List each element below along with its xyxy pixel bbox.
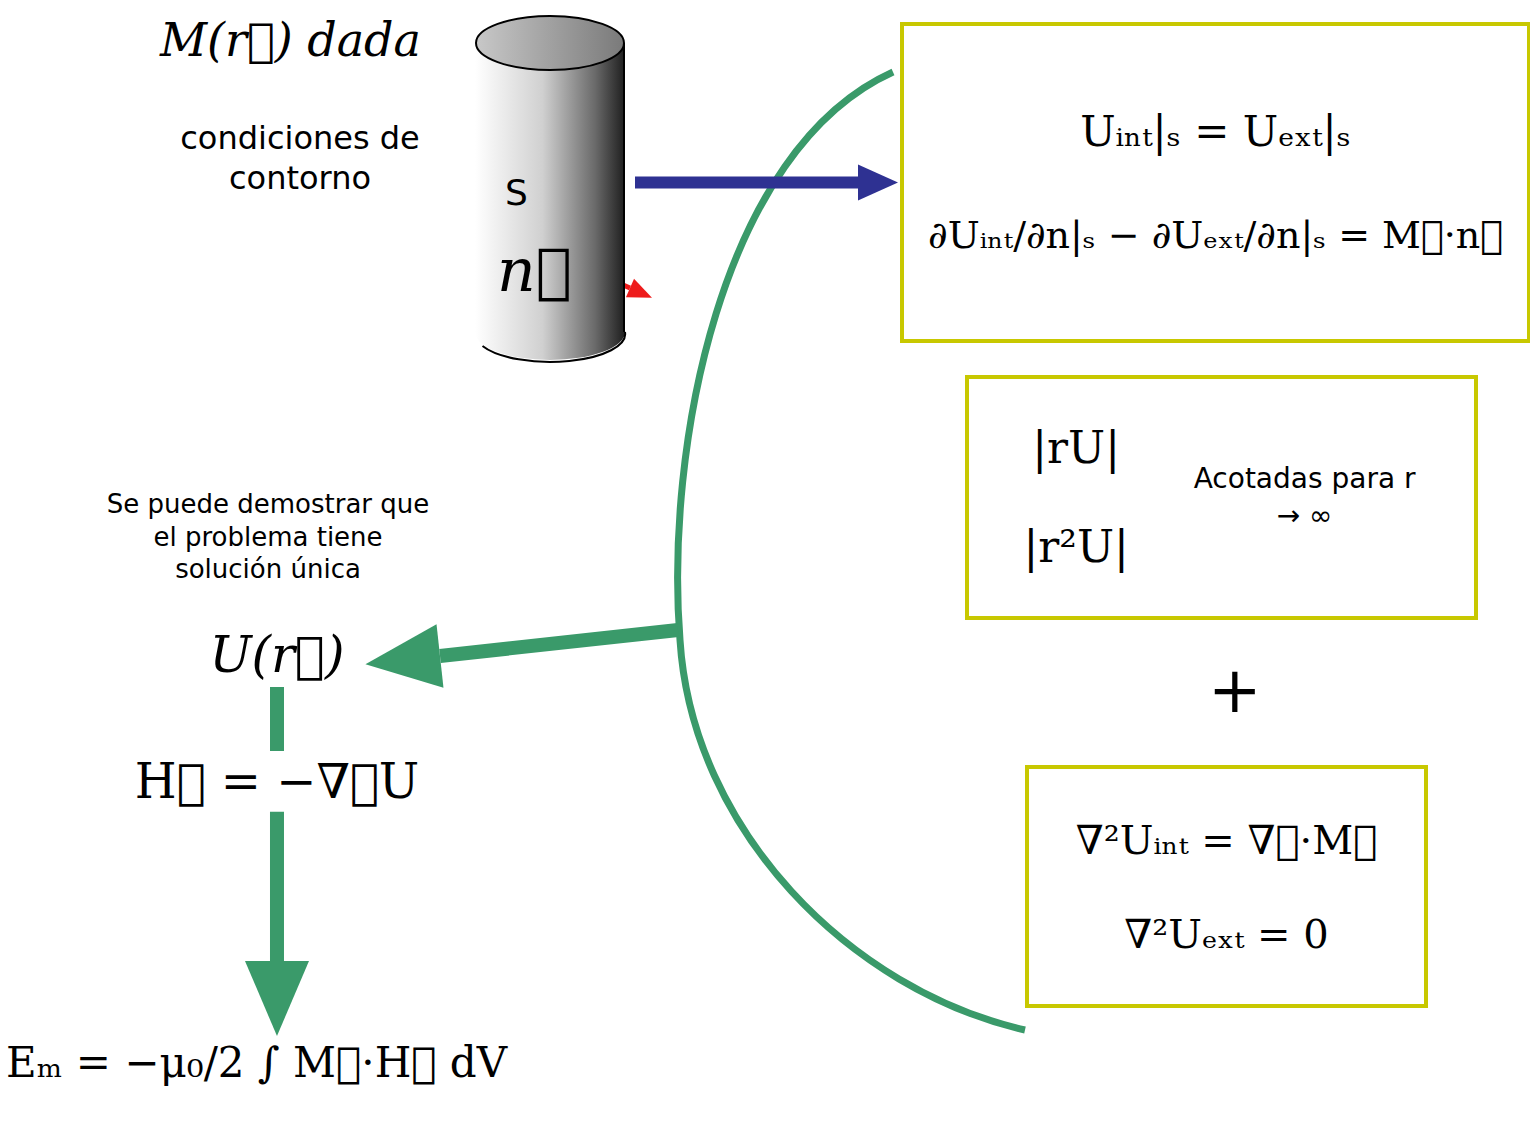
text-group: |rU| |r²U|	[1023, 424, 1128, 571]
text-group: Eₘ = −μ₀/2 ∫ M⃗·H⃗ dV	[6, 1040, 507, 1086]
formula-text: Eₘ = −μ₀/2 ∫ M⃗·H⃗ dV	[6, 1040, 507, 1086]
flow-arrow	[635, 177, 858, 189]
formula: ∇²Uₑₓₜ = 0	[1124, 912, 1328, 956]
condition-note: Acotadas para r → ∞	[1190, 461, 1420, 534]
plus-sign: +	[1208, 650, 1262, 730]
formula: U(r⃗)	[209, 628, 344, 683]
formula-text: U(r⃗)	[209, 628, 344, 683]
cylinder-edge	[623, 43, 625, 332]
cylinder-side	[475, 43, 625, 360]
flow-line	[270, 687, 284, 751]
cylinder-body: Sn⃗	[475, 15, 625, 360]
surface-label: S	[505, 173, 528, 213]
formula: Eₘ = −μ₀/2 ∫ M⃗·H⃗ dV	[6, 1040, 507, 1086]
text-group: H⃗ = −∇⃗U	[135, 755, 419, 808]
equation-box: ∇²Uᵢₙₜ = ∇⃗·M⃗ ∇²Uₑₓₜ = 0	[1025, 765, 1428, 1008]
formula: ∂Uᵢₙₜ/∂n|ₛ − ∂Uₑₓₜ/∂n|ₛ = M⃗·n⃗	[928, 215, 1503, 257]
formula-text: H⃗ = −∇⃗U	[135, 755, 419, 808]
surface-label: n⃗	[497, 237, 572, 303]
cylinder-outline	[475, 15, 625, 360]
caption-note: condiciones de contorno	[150, 118, 450, 198]
formula: H⃗ = −∇⃗U	[135, 755, 419, 808]
condition-box: |rU| |r²U| Acotadas para r → ∞	[965, 375, 1478, 620]
result-arrow	[440, 630, 678, 656]
text-group: Uᵢₙₜ|ₛ = Uₑₓₜ|ₛ ∂Uᵢₙₜ/∂n|ₛ − ∂Uₑₓₜ/∂n|ₛ =…	[928, 109, 1503, 257]
formula: |rU|	[1032, 424, 1120, 472]
text-group: ∇²Uᵢₙₜ = ∇⃗·M⃗ ∇²Uₑₓₜ = 0	[1076, 818, 1377, 956]
cylinder-base	[483, 332, 626, 362]
given-quantity: M(r⃗) dada	[160, 12, 421, 70]
condition-box: Uᵢₙₜ|ₛ = Uₑₓₜ|ₛ ∂Uᵢₙₜ/∂n|ₛ − ∂Uₑₓₜ/∂n|ₛ =…	[900, 22, 1530, 343]
text-group: Acotadas para r → ∞	[1190, 461, 1420, 534]
formula: |r²U|	[1023, 523, 1128, 571]
formula: Uᵢₙₜ|ₛ = Uₑₓₜ|ₛ	[1080, 109, 1351, 155]
cylinder-top	[476, 16, 624, 70]
formula: ∇²Uᵢₙₜ = ∇⃗·M⃗	[1076, 818, 1377, 862]
text-group: U(r⃗)	[209, 628, 344, 683]
flow-arrow	[270, 812, 284, 961]
caption-note: Se puede demostrar que el problema tiene…	[98, 488, 438, 586]
